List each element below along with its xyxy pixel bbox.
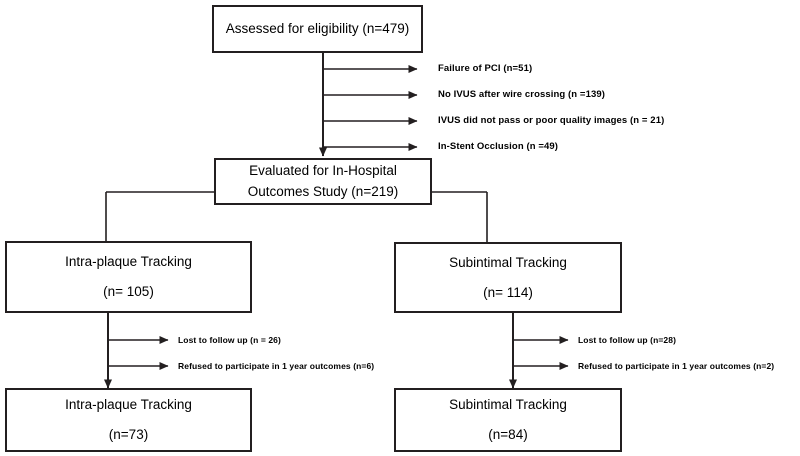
exclusion-label-in-stent-occlusion: In-Stent Occlusion (n =49) [438,141,559,152]
box-subintimal-enrolled-line1: Subintimal Tracking [449,254,567,270]
right-followup-label-lost-to-follow-up: Lost to follow up (n=28) [578,335,677,345]
box-intra-plaque-tracking-enrolled: Intra-plaque Tracking (n= 105) [5,241,252,313]
right-followup-label-refused-to-participate: Refused to participate in 1 year outcome… [578,361,775,371]
box-evaluated-in-hospital-outcomes: Evaluated for In-Hospital Outcomes Study… [214,158,432,205]
box-subintimal-followed-line1: Subintimal Tracking [449,397,567,413]
box-subintimal-followed-line2: (n=84) [488,427,528,442]
left-followup-label-lost-to-follow-up: Lost to follow up (n = 26) [178,335,281,345]
box-intra-plaque-enrolled-line1: Intra-plaque Tracking [65,254,192,270]
exclusion-label-failure-of-pci: Failure of PCI (n=51) [438,63,533,74]
box-assessed-for-eligibility: Assessed for eligibility (n=479) [212,5,423,53]
left-followup-label-refused-to-participate: Refused to participate in 1 year outcome… [178,361,375,371]
box-subintimal-tracking-followed: Subintimal Tracking (n=84) [394,388,622,452]
box-evaluated-line1: Evaluated for In-Hospital [249,163,397,179]
box-intra-plaque-followed-line2: (n=73) [108,427,149,442]
box-intra-plaque-tracking-followed: Intra-plaque Tracking (n=73) [5,388,252,452]
exclusion-label-ivus-did-not-pass: IVUS did not pass or poor quality images… [438,115,665,126]
box-intra-plaque-followed-line1: Intra-plaque Tracking [65,397,192,413]
box-assessed-line1: Assessed for eligibility (n=479) [225,21,410,37]
exclusion-label-no-ivus-after-wire-crossing: No IVUS after wire crossing (n =139) [438,89,605,100]
box-subintimal-enrolled-line2: (n= 114) [483,284,533,300]
box-intra-plaque-enrolled-line2: (n= 105) [103,284,154,299]
box-evaluated-line2: Outcomes Study (n=219) [247,184,399,199]
box-subintimal-tracking-enrolled: Subintimal Tracking (n= 114) [394,242,622,313]
